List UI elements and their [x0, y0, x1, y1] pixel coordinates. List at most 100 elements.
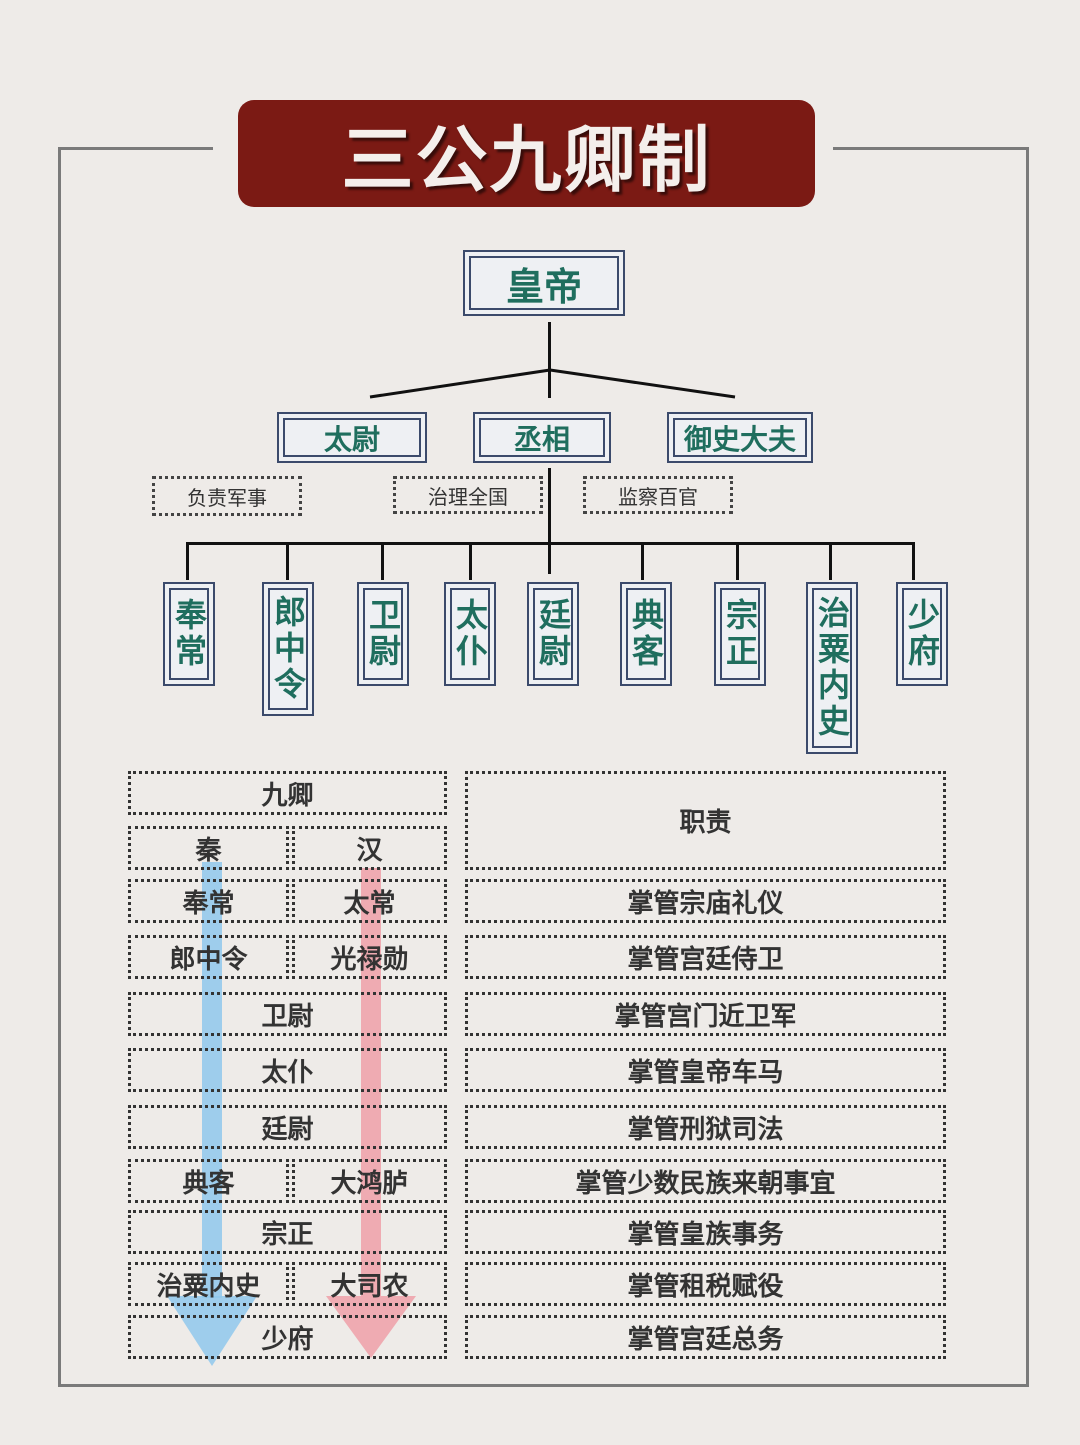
- cell-text: 大鸿胪: [330, 1168, 409, 1199]
- cell-text: 掌管宫廷侍卫: [627, 944, 784, 975]
- duty-cell: 掌管宫廷总务: [465, 1315, 946, 1359]
- duke-label: 丞相: [513, 422, 570, 456]
- table-cell-merged: 太仆: [128, 1048, 447, 1092]
- table-cell-han: 大司农: [292, 1262, 447, 1306]
- cell-text: 掌管宗庙礼仪: [627, 888, 784, 919]
- duty-cell: 掌管刑狱司法: [465, 1105, 946, 1149]
- connector-line: [548, 322, 551, 398]
- cell-text: 典客: [182, 1168, 235, 1199]
- duty-cell: 掌管宫门近卫军: [465, 992, 946, 1036]
- duty-cell: 掌管皇帝车马: [465, 1048, 946, 1092]
- minister-label: 廷尉: [534, 598, 572, 670]
- frame-line: [58, 147, 61, 1387]
- duty-note: 负责军事: [152, 476, 302, 516]
- cell-text: 宗正: [261, 1219, 314, 1250]
- connector-line: [469, 542, 472, 580]
- duke-box-taiwei: 太尉: [277, 412, 427, 463]
- cell-text: 大司农: [330, 1271, 409, 1302]
- table-cell-han: 大鸿胪: [292, 1159, 447, 1203]
- duty-cell: 掌管皇族事务: [465, 1210, 946, 1254]
- cell-text: 太仆: [261, 1057, 314, 1088]
- minister-box: 典客: [620, 582, 672, 686]
- cell-text: 掌管皇族事务: [627, 1219, 784, 1250]
- minister-label: 卫尉: [364, 598, 402, 670]
- minister-label: 少府: [903, 598, 941, 670]
- duty-text: 负责军事: [187, 485, 267, 510]
- page-title: 三公九卿制: [341, 118, 712, 202]
- duty-note: 治理全国: [393, 476, 543, 514]
- duke-box-chengxiang: 丞相: [473, 412, 611, 463]
- table-cell-merged: 廷尉: [128, 1105, 447, 1149]
- header-text: 汉: [356, 835, 383, 866]
- duke-box-yushidafu: 御史大夫: [667, 412, 813, 463]
- cell-text: 郎中令: [169, 944, 248, 975]
- duke-label: 太尉: [323, 422, 380, 456]
- minister-label: 典客: [627, 598, 665, 670]
- minister-box: 卫尉: [357, 582, 409, 686]
- connector-line: [381, 542, 384, 580]
- table-header-jiuqing: 九卿: [128, 771, 447, 815]
- qin-arrow-shaft: [202, 862, 222, 1298]
- minister-label: 郎中令: [269, 595, 307, 703]
- frame-line: [1026, 147, 1029, 1387]
- minister-box: 郎中令: [262, 582, 314, 716]
- cell-text: 光禄勋: [330, 944, 409, 975]
- minister-box: 廷尉: [527, 582, 579, 686]
- cell-text: 掌管刑狱司法: [627, 1114, 784, 1145]
- duty-text: 治理全国: [428, 484, 508, 509]
- cell-text: 掌管皇帝车马: [627, 1057, 784, 1088]
- connector-line: [186, 542, 189, 580]
- minister-box: 少府: [896, 582, 948, 686]
- duty-note: 监察百官: [583, 476, 733, 514]
- frame-line: [833, 147, 1028, 150]
- frame-line: [58, 1384, 1029, 1387]
- cell-text: 卫尉: [261, 1001, 314, 1032]
- duty-cell: 掌管宫廷侍卫: [465, 935, 946, 979]
- table-cell-merged: 宗正: [128, 1210, 447, 1254]
- duty-text: 监察百官: [618, 484, 698, 509]
- cell-text: 少府: [261, 1324, 314, 1355]
- connector-line: [829, 542, 832, 580]
- table-header-qin: 秦: [128, 826, 289, 870]
- duty-cell: 掌管少数民族来朝事宜: [465, 1159, 946, 1203]
- table-cell-qin: 奉常: [128, 879, 289, 923]
- duke-label: 御史大夫: [683, 422, 796, 456]
- connector-line: [912, 542, 915, 580]
- cell-text: 掌管宫廷总务: [627, 1324, 784, 1355]
- minister-box: 奉常: [163, 582, 215, 686]
- connector-line: [548, 468, 551, 574]
- cell-text: 治粟内史: [156, 1271, 261, 1302]
- minister-box: 宗正: [714, 582, 766, 686]
- table-header-duty: 职责: [465, 771, 946, 870]
- connector-branch: [369, 368, 736, 399]
- duty-cell: 掌管宗庙礼仪: [465, 879, 946, 923]
- minister-label: 奉常: [170, 598, 208, 670]
- table-cell-merged: 少府: [128, 1315, 447, 1359]
- table-cell-qin: 治粟内史: [128, 1262, 289, 1306]
- table-cell-qin: 典客: [128, 1159, 289, 1203]
- cell-text: 奉常: [182, 888, 235, 919]
- minister-label: 太仆: [451, 598, 489, 670]
- cell-text: 掌管少数民族来朝事宜: [575, 1168, 836, 1199]
- table-cell-han: 太常: [292, 879, 447, 923]
- connector-bar: [186, 542, 915, 545]
- minister-label: 宗正: [721, 598, 759, 670]
- header-text: 职责: [679, 808, 732, 838]
- connector-line: [641, 542, 644, 580]
- frame-line: [58, 147, 213, 150]
- han-arrow-head-icon: [326, 1296, 416, 1358]
- emperor-label: 皇帝: [505, 264, 582, 309]
- han-arrow-shaft: [361, 868, 381, 1296]
- title-banner: 三公九卿制: [238, 100, 815, 207]
- connector-line: [286, 542, 289, 580]
- header-text: 九卿: [261, 780, 314, 811]
- minister-label: 治粟内史: [813, 596, 851, 740]
- connector-line: [736, 542, 739, 580]
- qin-arrow-head-icon: [167, 1296, 257, 1366]
- table-cell-qin: 郎中令: [128, 935, 289, 979]
- table-cell-han: 光禄勋: [292, 935, 447, 979]
- table-header-han: 汉: [292, 826, 447, 870]
- emperor-box: 皇帝: [463, 250, 625, 316]
- cell-text: 廷尉: [261, 1114, 314, 1145]
- duty-cell: 掌管租税赋役: [465, 1262, 946, 1306]
